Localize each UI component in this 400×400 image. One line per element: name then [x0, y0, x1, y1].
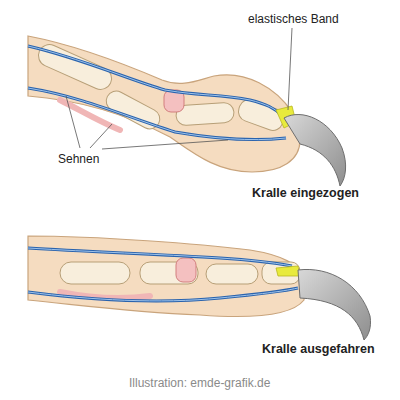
state-label: Kralle ausgefahren [262, 342, 375, 357]
toe-retracted [28, 36, 346, 186]
leader-lines [66, 28, 292, 149]
credit-note: Illustration: emde-grafik.de [129, 376, 270, 390]
part-label: Sehnen [58, 152, 99, 166]
state-label: Kralle eingezogen [252, 186, 359, 201]
toe-extended [28, 236, 371, 340]
part-label: elastisches Band [248, 12, 339, 26]
